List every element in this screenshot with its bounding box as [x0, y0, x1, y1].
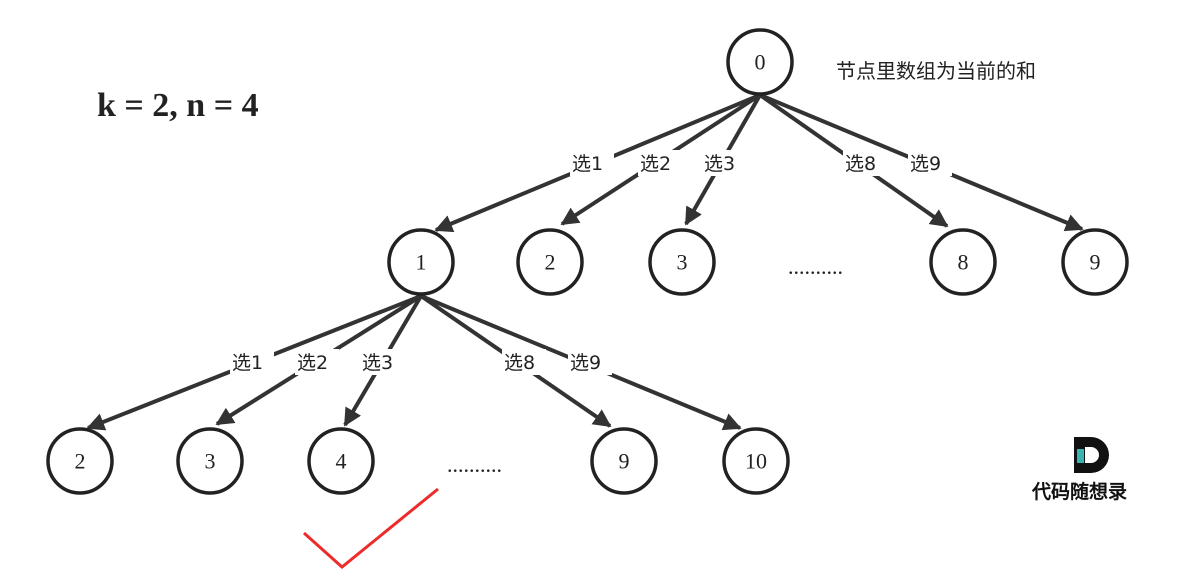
- tree-node-l2-2: 2: [46, 427, 114, 495]
- tree-node-l2-10: 10: [722, 427, 790, 495]
- tree-node-l1-2: 2: [516, 228, 584, 296]
- tree-node-l1-1: 1: [387, 228, 455, 296]
- tree-node-l2-9: 9: [590, 427, 658, 495]
- tree-node-l1-8: 8: [929, 228, 997, 296]
- edge-label-l1-2: 选2: [640, 153, 671, 175]
- level2-edge-labels: 选1 选2 选3 选8 选9: [230, 349, 612, 375]
- node-value: 2: [545, 250, 556, 275]
- brand-name: 代码随想录: [1031, 480, 1127, 503]
- node-value: 4: [336, 449, 347, 474]
- params-label: k = 2, n = 4: [97, 87, 259, 124]
- tree-node-l2-4: 4: [307, 427, 375, 495]
- edge-label-l2-9: 选9: [570, 352, 601, 374]
- root-edges: [434, 93, 1084, 233]
- node-value: 3: [677, 250, 688, 275]
- edge-label-l2-3: 选3: [362, 352, 393, 374]
- logo-d-icon: [1074, 437, 1109, 473]
- edge-label-l2-1: 选1: [232, 352, 263, 374]
- tree-node-l1-9: 9: [1061, 228, 1129, 296]
- node-value: 1: [416, 250, 427, 275]
- node-value: 9: [1090, 250, 1101, 275]
- tree-node-root: 0: [726, 28, 794, 96]
- prune-mark-icon: [302, 487, 439, 569]
- node-caption: 节点里数组为当前的和: [836, 59, 1036, 83]
- edge-label-l1-3: 选3: [704, 153, 735, 175]
- edge-label-l1-8: 选8: [845, 153, 876, 175]
- edge-label-l1-1: 选1: [572, 153, 603, 175]
- edge-label-l1-9: 选9: [910, 153, 941, 175]
- node-value: 0: [755, 50, 766, 75]
- tree-node-l2-3: 3: [176, 427, 244, 495]
- node-value: 10: [745, 449, 767, 474]
- node-value: 8: [958, 250, 969, 275]
- tree-node-l1-3: 3: [648, 228, 716, 296]
- node1-edges: [86, 294, 742, 431]
- brand-logo: 代码随想录: [1031, 437, 1127, 503]
- edge-label-l2-2: 选2: [297, 352, 328, 374]
- node-value: 9: [619, 449, 630, 474]
- ellipsis-level1: ..........: [788, 254, 843, 279]
- node-value: 2: [75, 449, 86, 474]
- ellipsis-level2: ..........: [447, 452, 502, 477]
- edge-label-l2-8: 选8: [504, 352, 535, 374]
- node-value: 3: [205, 449, 216, 474]
- level1-edge-labels: 选1 选2 选3 选8 选9: [570, 150, 952, 176]
